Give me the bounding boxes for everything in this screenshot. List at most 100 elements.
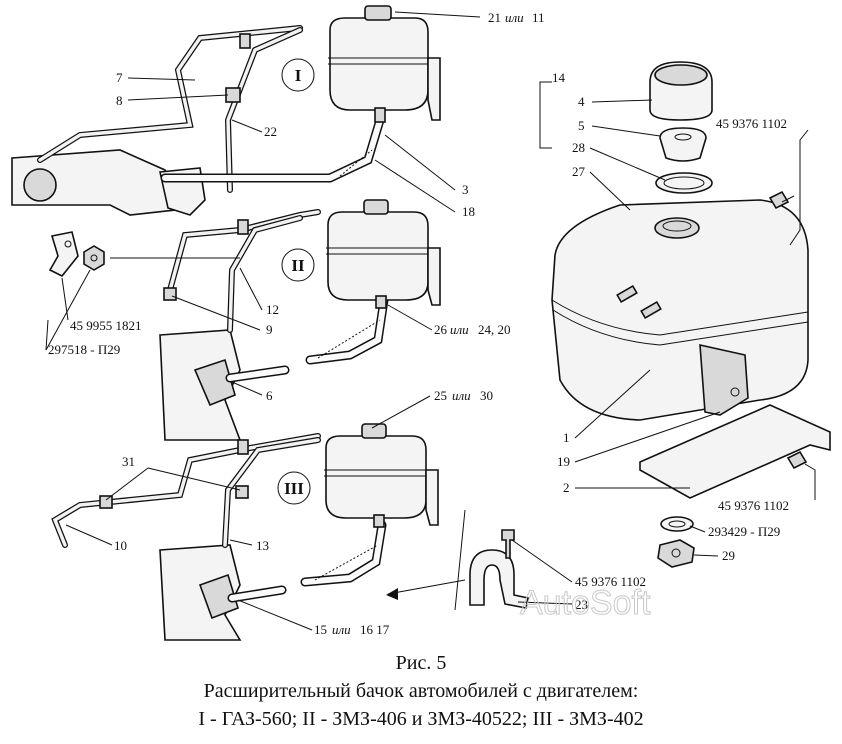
leader-6 <box>231 381 263 396</box>
label-3: 3 <box>462 182 469 197</box>
tank-27-seam <box>551 299 809 336</box>
label-25: 25 <box>434 388 447 403</box>
clip-detail <box>48 231 79 278</box>
pipe-10-inner <box>52 434 320 547</box>
thermostat-ii <box>193 358 236 407</box>
leader-8 <box>127 94 229 101</box>
label-45-9376-1102-a: 45 9376 1102 <box>575 574 646 589</box>
tank-iii-outlet <box>373 514 385 528</box>
cap-4-top <box>654 64 708 86</box>
clamp-top-i <box>239 33 251 49</box>
label-8: 8 <box>116 93 123 108</box>
nut-detail <box>83 245 105 271</box>
pipe-9-inner <box>228 216 302 332</box>
tank-ii-bracket <box>427 247 441 306</box>
tank-iii-cap <box>361 423 387 439</box>
nipple-b <box>640 300 662 320</box>
label-7: 7 <box>116 70 123 85</box>
leader-45-9955 <box>61 277 69 321</box>
clamp-8 <box>225 87 241 103</box>
leader-45-9376-b <box>789 129 809 246</box>
lower-hose-i-inner <box>162 117 383 181</box>
ring-28-inner <box>663 176 705 190</box>
tank-ii <box>327 211 429 301</box>
engine-part-i <box>11 149 176 216</box>
tank-i-bracket <box>427 57 441 121</box>
label-11: 11 <box>532 10 545 25</box>
leader-13 <box>229 539 253 546</box>
label-45-9376-1102-c: 45 9376 1102 <box>718 498 789 513</box>
leader-4 <box>591 99 653 103</box>
roman-ii: II <box>291 256 305 275</box>
leader-5 <box>591 125 661 137</box>
leader-31b <box>147 467 241 491</box>
corrugation-ii <box>317 319 381 359</box>
nipple-a <box>616 284 638 304</box>
lower-hose-ii-inner <box>307 297 387 363</box>
leader-18 <box>374 159 456 213</box>
label-45-9955-1821: 45 9955 1821 <box>70 318 142 333</box>
pipe-9 <box>227 215 303 333</box>
figure-subtitle: I - ГАЗ-560; II - ЗМЗ-406 и ЗМЗ-40522; I… <box>198 708 644 730</box>
clamp-iii-b <box>99 495 113 509</box>
label-2: 2 <box>563 480 570 495</box>
band-19-hole <box>730 387 740 397</box>
variant-iii-assembly: III <box>51 423 529 641</box>
leader-19 <box>574 411 721 463</box>
clamp-arrow-head <box>386 588 398 600</box>
label-19: 19 <box>557 454 570 469</box>
roman-i-circle <box>281 58 315 92</box>
figure-title: Расширительный бачок автомобилей с двига… <box>203 680 639 702</box>
label-26: 26 <box>434 322 448 337</box>
label-22: 22 <box>264 124 277 139</box>
leader-28 <box>589 147 666 181</box>
leader-31a <box>105 467 149 501</box>
clamp-iii-a <box>237 439 249 455</box>
tank-ii-cap <box>363 199 389 215</box>
leader-15 <box>237 599 313 631</box>
leader-12 <box>239 267 263 311</box>
band-19 <box>699 343 749 416</box>
hose-15-inner <box>229 587 285 601</box>
label-14: 14 <box>552 70 566 85</box>
label-4: 4 <box>578 94 585 109</box>
clamp-arrow <box>387 579 466 595</box>
hose-clamp-23 <box>469 549 529 609</box>
tank-iii-bracket <box>425 469 439 526</box>
clamp-ii-a <box>237 219 249 235</box>
label-or-4: или <box>332 622 351 637</box>
clip-hole <box>64 240 72 248</box>
label-6: 6 <box>266 388 273 403</box>
leader-29 <box>693 554 719 557</box>
leader-23 <box>517 601 573 605</box>
label-30: 30 <box>480 388 493 403</box>
tank-27-seam2 <box>552 309 809 346</box>
leader-21 <box>394 11 481 18</box>
lower-hose-iii-inner <box>302 522 385 585</box>
variant-i-assembly: I <box>11 5 441 216</box>
tank-i-outlet <box>374 107 386 123</box>
leader-10 <box>65 524 113 546</box>
leader-297518 <box>45 319 49 351</box>
leader-3 <box>384 134 456 191</box>
roman-i: I <box>295 66 302 85</box>
tank-i-cap <box>364 5 392 21</box>
clamp-31 <box>235 485 249 499</box>
leader-22 <box>231 119 263 133</box>
label-15: 15 <box>314 622 327 637</box>
label-or-3: или <box>452 388 471 403</box>
lower-hose-ii <box>305 295 389 365</box>
part-labels: 21 или 11 7 8 22 3 18 12 9 26 или 24, 20… <box>48 10 789 637</box>
pipe-13-inner <box>223 438 320 547</box>
expansion-tank-diagram: I II <box>11 5 831 641</box>
ring-28 <box>655 172 713 194</box>
leader-lines <box>45 11 816 631</box>
lower-hose-iii <box>300 520 387 587</box>
valve-5-hole <box>674 133 692 141</box>
label-27: 27 <box>572 164 586 179</box>
clamp-ii-b <box>163 287 177 301</box>
nut-hole <box>90 254 98 262</box>
watermark-autosoft: AutoSoft <box>520 584 651 622</box>
thermostat-iii <box>198 573 239 620</box>
label-12: 12 <box>266 302 279 317</box>
